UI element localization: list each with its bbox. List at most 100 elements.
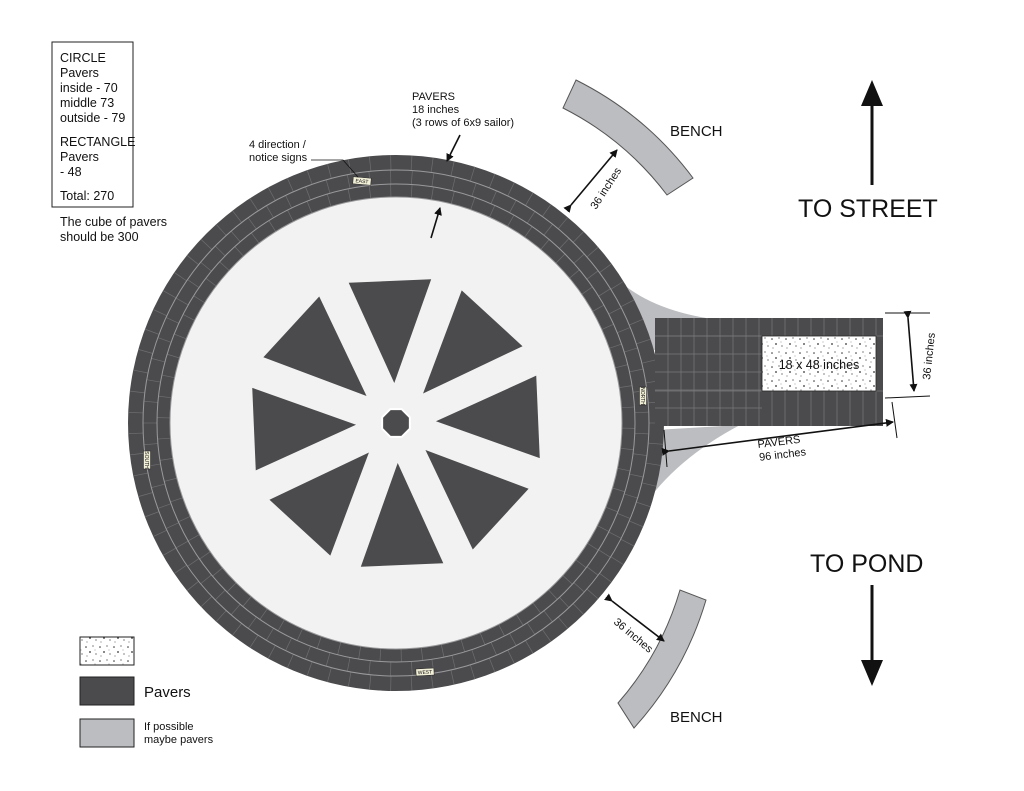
paver-joint	[410, 155, 413, 171]
paver-joint	[587, 542, 599, 551]
pavers-arrow-top	[446, 134, 461, 162]
pavers-callout: PAVERS 18 inches (3 rows of 6x9 sailor)	[412, 91, 514, 129]
paver-joint	[532, 602, 542, 614]
star-wedge	[423, 290, 523, 394]
paver-joint	[543, 610, 553, 622]
paver-joint	[234, 246, 244, 257]
paver-joint	[629, 473, 644, 478]
paver-joint	[143, 400, 158, 403]
paver-joint	[624, 493, 638, 499]
paver-joint	[306, 170, 313, 185]
paver-joint	[597, 525, 610, 532]
paver-joint	[286, 177, 294, 192]
paver-joint	[178, 516, 191, 523]
paver-joint	[205, 277, 217, 287]
paver-joint	[242, 596, 252, 607]
paver-joint	[641, 359, 657, 364]
paver-joint	[162, 290, 177, 299]
paver-joint	[470, 166, 476, 182]
paver-joint	[617, 327, 631, 334]
paver-joint	[347, 159, 352, 175]
svg-text:SOUTH: SOUTH	[143, 451, 149, 469]
paver-joint	[507, 214, 515, 227]
paver-joint	[488, 658, 496, 673]
paver-joint	[573, 253, 585, 264]
paver-joint	[157, 437, 171, 440]
paver-joint	[230, 230, 241, 242]
paver-joint	[410, 675, 413, 691]
paver-joint	[451, 655, 456, 670]
paver-joint	[182, 314, 195, 321]
paver-joint	[268, 220, 277, 232]
paver-joint	[431, 186, 434, 200]
paver-joint	[326, 193, 332, 207]
paver-joint	[247, 217, 257, 230]
paver-joint	[451, 176, 456, 191]
paver-joint	[645, 462, 661, 466]
paver-joint	[305, 646, 311, 660]
paver-joint	[612, 487, 626, 493]
star-wedge	[269, 452, 369, 556]
paver-joint	[573, 582, 585, 593]
paver-joint	[316, 636, 322, 649]
paver-joint	[525, 640, 534, 654]
paver-joint	[507, 182, 515, 197]
center-star-pattern	[252, 279, 540, 567]
paver-joint	[586, 566, 599, 576]
paver-joint	[151, 483, 166, 488]
paver-joint	[230, 604, 241, 616]
paver-joint	[347, 671, 352, 687]
paver-joint	[144, 328, 160, 335]
paver-joint	[157, 337, 172, 343]
paver-joint	[572, 231, 584, 243]
legend-swatch-maybe-pavers	[79, 718, 135, 748]
paver-joint	[479, 632, 486, 645]
paver-joint	[327, 667, 332, 683]
walkway-width-label: 36 inches	[921, 332, 938, 381]
sign-south: SOUTH	[143, 450, 151, 470]
paver-joint	[165, 522, 179, 529]
paver-joint	[153, 529, 167, 537]
paver-joint	[431, 172, 435, 187]
paver-joint	[540, 239, 550, 250]
paver-joint	[509, 633, 517, 646]
walkway-length-tick-right	[891, 401, 898, 439]
paver-joint	[624, 347, 638, 353]
paver-joint	[379, 648, 382, 662]
paver-joint	[325, 652, 331, 667]
paver-joint	[411, 661, 413, 676]
paver-joint	[490, 642, 497, 656]
paver-joint	[450, 161, 455, 177]
paver-joint	[471, 182, 477, 197]
pavers-arrow-bottom	[430, 207, 442, 239]
paver-joint	[562, 575, 573, 585]
paver-joint	[187, 279, 200, 288]
summary-box-text: CIRCLE Pavers inside - 70 middle 73 outs…	[60, 51, 139, 203]
paver-joint	[358, 646, 361, 660]
paver-joint	[608, 531, 622, 539]
paver-joint	[266, 205, 274, 218]
paver-joint	[143, 443, 158, 446]
paver-joint	[569, 269, 580, 279]
paver-joint	[636, 501, 651, 508]
paver-joint	[507, 649, 515, 664]
paver-joint	[543, 224, 553, 236]
paver-joint	[601, 323, 614, 330]
paver-joint	[346, 174, 351, 189]
legend-label-maybe-pavers: If possible maybe pavers	[144, 721, 214, 746]
walkway-length-dimension	[661, 418, 894, 456]
svg-text:WEST: WEST	[418, 669, 433, 676]
paver-joint	[559, 597, 570, 608]
paver-joint	[575, 559, 587, 569]
paver-joint	[232, 623, 242, 636]
paver-joint	[641, 482, 657, 487]
paver-joint	[296, 628, 303, 641]
legend: Pavers If possible maybe pavers	[79, 636, 214, 748]
paver-joint	[219, 261, 230, 271]
paver-joint	[249, 634, 259, 648]
to-pond-arrowhead	[861, 660, 883, 686]
paver-joint	[128, 432, 144, 435]
paver-joint	[598, 288, 611, 297]
to-street-label: TO STREET	[798, 195, 938, 223]
